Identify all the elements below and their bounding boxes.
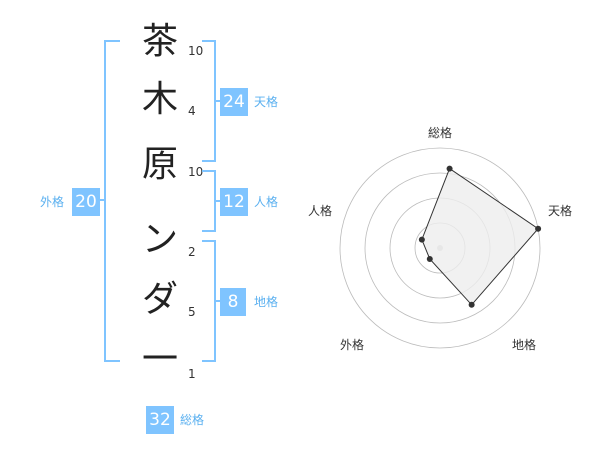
gaikaku-bracket xyxy=(104,40,120,362)
tenkaku-tick xyxy=(214,100,220,102)
chikaku-tick xyxy=(214,300,220,302)
name-char-5: ダ xyxy=(141,279,178,320)
gaikaku-tick xyxy=(100,199,106,201)
jinkaku-badge: 12 xyxy=(220,188,248,216)
jinkaku-tick xyxy=(214,200,220,202)
radar-ring-4 xyxy=(339,147,541,349)
radar-label-tenkaku: 天格 xyxy=(548,204,573,218)
stroke-count-4: 2 xyxy=(188,245,196,259)
radar-label-jinkaku: 人格 xyxy=(308,204,333,218)
name-char-4: ン xyxy=(141,219,178,260)
name-char-1: 茶 xyxy=(141,21,178,62)
radar-point-2 xyxy=(468,301,475,308)
radar-label-soukaku: 総格 xyxy=(428,126,453,140)
stroke-count-5: 5 xyxy=(188,305,196,319)
stroke-count-1: 10 xyxy=(188,44,204,58)
name-char-3: 原 xyxy=(141,144,178,185)
radar-label-gaikaku: 外格 xyxy=(340,338,365,352)
gaikaku-label: 外格 xyxy=(40,195,65,209)
radar-point-4 xyxy=(418,236,425,243)
radar-point-3 xyxy=(426,255,433,262)
jinkaku-label: 人格 xyxy=(254,195,279,209)
name-char-2: 木 xyxy=(141,79,178,120)
radar-label-chikaku: 地格 xyxy=(512,338,537,352)
gaikaku-badge: 20 xyxy=(72,188,100,216)
stroke-count-2: 4 xyxy=(188,104,196,118)
tenkaku-label: 天格 xyxy=(254,95,279,109)
chikaku-label: 地格 xyxy=(254,295,279,309)
stroke-count-3: 10 xyxy=(188,165,204,179)
chikaku-badge: 8 xyxy=(220,288,246,316)
soukaku-label: 総格 xyxy=(180,413,205,427)
name-char-6: 一 xyxy=(141,339,178,380)
tenkaku-badge: 24 xyxy=(220,88,248,116)
radar-point-1 xyxy=(535,225,542,232)
stroke-count-6: 1 xyxy=(188,367,196,381)
radar-point-0 xyxy=(446,165,453,172)
soukaku-badge: 32 xyxy=(146,406,174,434)
radar-polygon xyxy=(421,167,539,306)
